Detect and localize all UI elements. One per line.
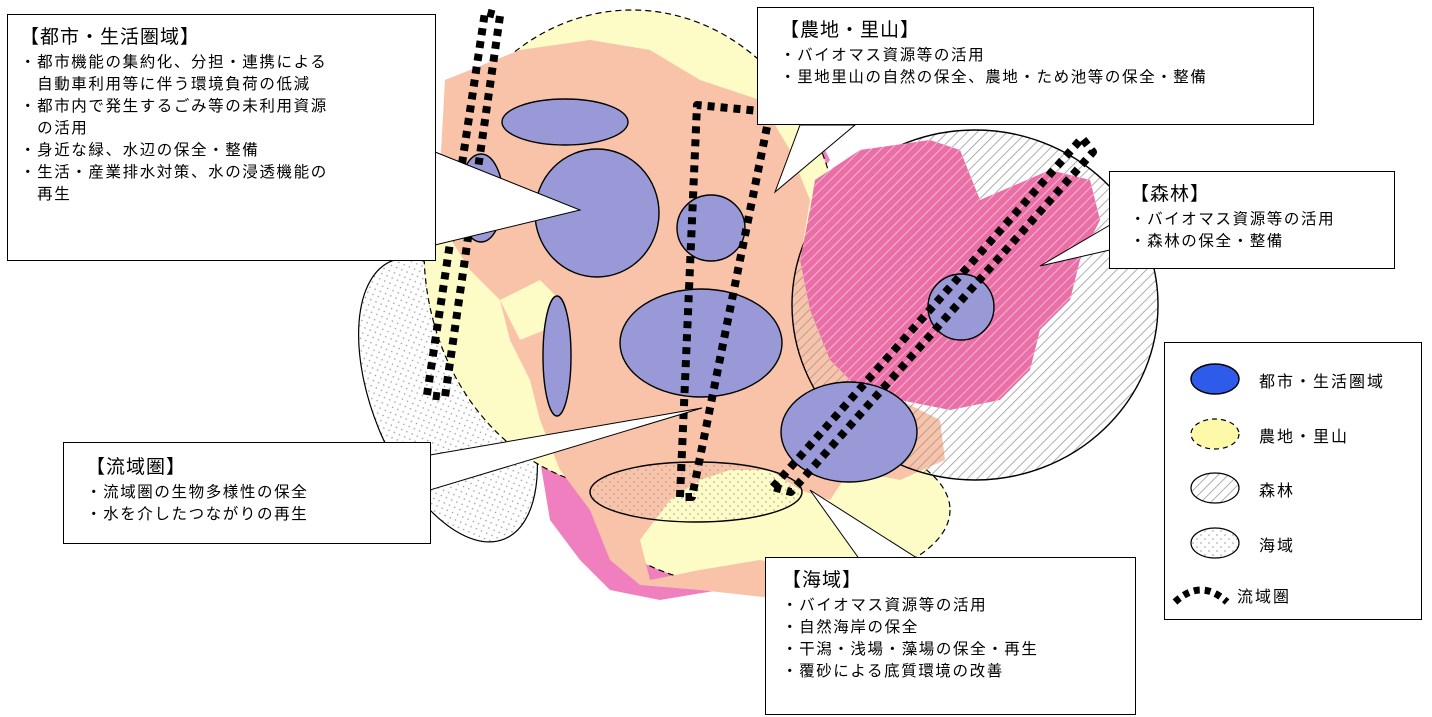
callout-basin: 【流域圏】 ・流域圏の生物多様性の保全 ・水を介したつながりの再生: [63, 442, 431, 544]
basin-zones: [423, 8, 1097, 501]
legend-item-urban: 都市・生活圏域: [1165, 361, 1423, 397]
callout-sea-item: ・覆砂による底質環境の改善: [782, 662, 1004, 680]
blue-ellipse-icon: [1190, 363, 1240, 395]
legend: 都市・生活圏域 農地・里山 森林 海域 流域圏: [1164, 342, 1422, 620]
callout-urban-item: ・都市内で発生するごみ等の未利用資源: [20, 97, 328, 115]
callout-urban-item: 自動車利用等に伴う環境負荷の低減: [20, 75, 311, 93]
callout-basin-item: ・水を介したつながりの再生: [86, 505, 309, 523]
callout-basin-item: ・流域圏の生物多様性の保全: [86, 483, 309, 501]
callout-pointers: [429, 124, 1111, 561]
callout-farmland-item: ・バイオマス資源等の活用: [780, 46, 986, 64]
forest-pink-area: [800, 140, 1100, 410]
callout-urban-list: ・都市機能の集約化、分担・連携による 自動車利用等に伴う環境負荷の低減 ・都市内…: [20, 51, 435, 205]
callout-basin-list: ・流域圏の生物多様性の保全 ・水を介したつながりの再生: [86, 481, 430, 525]
callout-sea-list: ・バイオマス資源等の活用 ・自然海岸の保全 ・干潟・浅場・藻場の保全・再生 ・覆…: [782, 594, 1135, 682]
urban-zone-1: [501, 98, 629, 146]
urban-zone-4: [676, 194, 746, 262]
callout-urban-title: 【都市・生活圏域】: [20, 26, 201, 48]
urban-zone-5: [619, 288, 783, 398]
hatched-ellipse-icon: [1190, 472, 1240, 504]
callout-farmland-title: 【農地・里山】: [780, 19, 921, 41]
callout-urban-item: ・身近な緑、水辺の保全・整備: [20, 141, 260, 159]
basin-zone-2: [676, 101, 774, 501]
pointer-farm: [773, 124, 857, 194]
callout-sea-item: ・バイオマス資源等の活用: [782, 596, 988, 614]
legend-label-urban: 都市・生活圏域: [1259, 372, 1386, 391]
callout-forest-item: ・バイオマス資源等の活用: [1130, 210, 1336, 228]
basin-zone-1: [423, 8, 504, 401]
callout-sea: 【海域】 ・バイオマス資源等の活用 ・自然海岸の保全 ・干潟・浅場・藻場の保全・…: [765, 557, 1136, 715]
basin-zone-3: [769, 134, 1097, 496]
legend-label-forest: 森林: [1259, 481, 1296, 500]
callout-forest-list: ・バイオマス資源等の活用 ・森林の保全・整備: [1130, 208, 1394, 252]
callout-forest: 【森林】 ・バイオマス資源等の活用 ・森林の保全・整備: [1109, 171, 1395, 269]
callout-urban-item: ・生活・産業排水対策、水の浸透機能の: [20, 163, 328, 181]
callout-urban-item: の活用: [20, 119, 89, 137]
thick-dotted-line-icon: [1172, 586, 1230, 605]
urban-zone-8: [780, 381, 918, 483]
legend-label-farmland: 農地・里山: [1259, 427, 1350, 446]
callout-farmland-list: ・バイオマス資源等の活用 ・里地里山の自然の保全、農地・ため池等の保全・整備: [780, 44, 1313, 88]
yellow-dashed-ellipse-icon: [1190, 418, 1240, 450]
callout-sea-item: ・自然海岸の保全: [782, 618, 919, 636]
callout-urban: 【都市・生活圏域】 ・都市機能の集約化、分担・連携による 自動車利用等に伴う環境…: [7, 14, 436, 261]
callout-forest-item: ・森林の保全・整備: [1130, 232, 1284, 250]
callout-sea-title: 【海域】: [782, 569, 863, 591]
callout-urban-item: 再生: [20, 185, 72, 203]
callout-basin-title: 【流域圏】: [86, 456, 187, 478]
callout-forest-title: 【森林】: [1130, 183, 1211, 205]
legend-item-basin: 流域圏: [1165, 576, 1423, 612]
callout-sea-item: ・干潟・浅場・藻場の保全・再生: [782, 640, 1039, 658]
legend-label-basin: 流域圏: [1237, 587, 1292, 606]
legend-item-forest: 森林: [1165, 470, 1423, 506]
urban-zone-6: [542, 295, 572, 417]
callout-farmland-item: ・里地里山の自然の保全、農地・ため池等の保全・整備: [780, 68, 1208, 86]
callout-urban-item: ・都市機能の集約化、分担・連携による: [20, 53, 328, 71]
dotted-ellipse-icon: [1190, 527, 1240, 559]
legend-label-sea: 海域: [1259, 536, 1296, 555]
callout-farmland: 【農地・里山】 ・バイオマス資源等の活用 ・里地里山の自然の保全、農地・ため池等…: [757, 7, 1314, 125]
legend-item-farmland: 農地・里山: [1165, 416, 1423, 452]
legend-item-sea: 海域: [1165, 525, 1423, 561]
